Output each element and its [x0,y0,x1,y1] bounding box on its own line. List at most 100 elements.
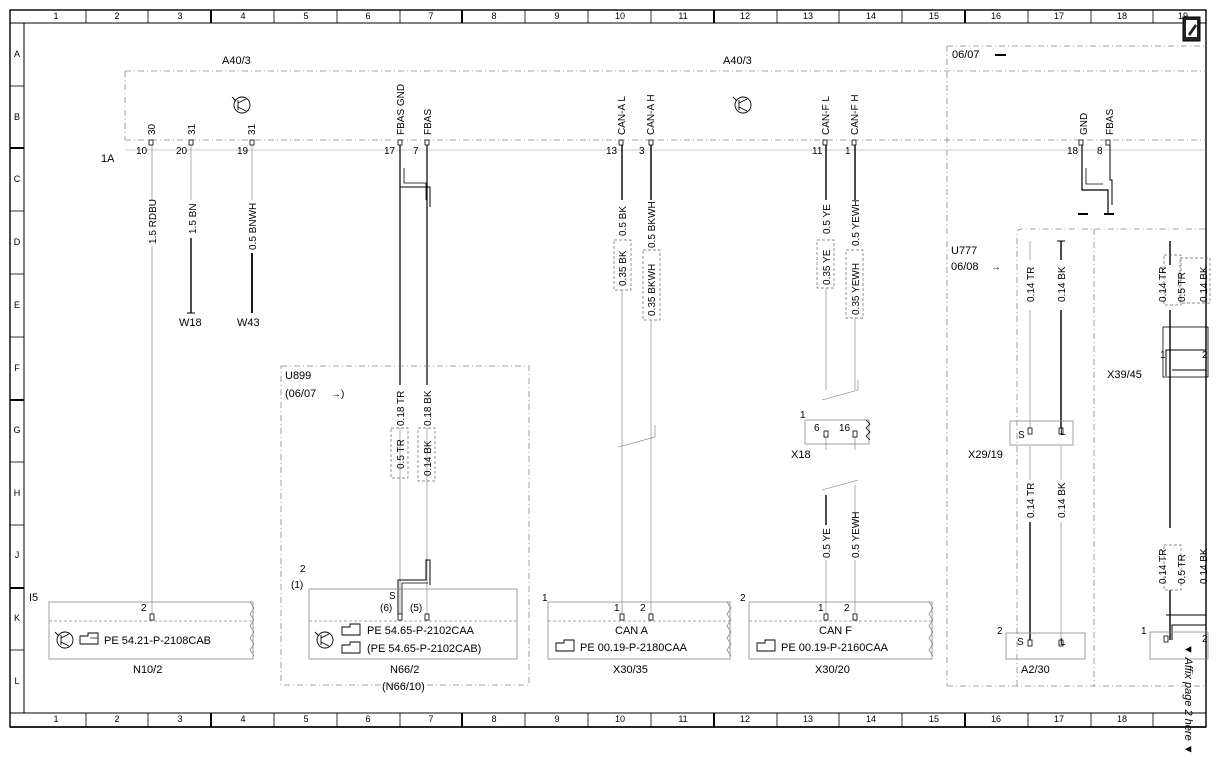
ground-w18-label: W18 [179,317,202,329]
right-edge-connector [1149,631,1209,660]
reference-hand-icon[interactable] [756,639,776,652]
pin-name: FBAS GND [396,84,407,135]
wire-label: 0.5 BKWH [647,201,658,248]
wire-label: 0.5 TR [1177,554,1188,584]
grid-col: 15 [929,714,939,724]
u777-arrow: → [991,262,1001,273]
x30-20-pin: 2 [844,603,850,614]
pin-name: CAN-F H [850,94,861,135]
pin-number: 19 [237,146,249,157]
x30-20-reference[interactable]: PE 00.19-P-2160CAA [781,642,889,654]
wire-label: 0.5 BK [618,206,629,236]
grid-col: 13 [803,11,813,21]
grid-col: 11 [678,714,687,724]
x30-20-terminal [852,613,858,621]
grid-col: 9 [554,11,559,21]
x30-35-pin: 1 [614,603,620,614]
grid-columns-bottom: 1 2 3 4 5 6 7 8 9 10 11 12 13 14 15 16 1… [53,714,1127,724]
grid-row: F [14,363,20,373]
pin-name: CAN-A H [646,94,657,135]
grid-col: 18 [1117,11,1127,21]
grid-col: 7 [428,11,433,21]
grid-col: 10 [615,714,625,724]
grid-col: 4 [240,714,245,724]
grid-col: 3 [177,714,182,724]
block-date: 06/07 [952,49,980,61]
ground-w43-label: W43 [237,317,260,329]
x39-pin: 2 [1202,350,1208,361]
x29-terminal [1027,427,1033,435]
wire-label: 0.5 YE [822,528,833,558]
a2-pin: L [1060,637,1066,648]
n66-reference[interactable]: PE 54.65-P-2102CAA [367,625,475,637]
pin-number: 1 [845,146,851,157]
pin-name: FBAS [423,109,434,135]
a2-terminal [1027,639,1033,647]
grid-col: 4 [240,11,245,21]
x30-35-pin: 1 [542,593,548,604]
top-pins: 30 10 31 20 31 19 FBAS GND 17 FBAS 7 CAN… [136,84,1116,157]
n66-reference-alt[interactable]: (PE 54.65-P-2102CAB) [367,643,481,655]
x18-pin: 1 [800,410,806,421]
i5-label: I5 [29,592,38,604]
right-edge-terminal [1163,635,1169,643]
pin-number: 3 [639,146,645,157]
pin-number: 18 [1067,146,1079,157]
x30-20-module [748,601,934,660]
a40-housing [124,45,1206,687]
x18-connector [804,419,871,445]
wire-label: 0.14 TR [1158,549,1169,584]
x18-label: X18 [791,449,811,461]
grid-col: 12 [740,11,750,21]
wire-label: 0.18 TR [396,391,407,426]
x29-connector [1009,420,1074,446]
grid-row: E [14,300,20,310]
reference-hand-icon[interactable] [341,623,361,654]
grid-col: 14 [866,714,876,724]
transistor-icon [732,96,752,114]
x18-pin: 6 [814,423,820,434]
reference-hand-icon[interactable] [555,639,575,652]
x29-terminal [1058,427,1064,435]
n10-terminal [149,613,155,621]
u899-label: U899 [285,370,311,382]
page-edit-icon[interactable] [1182,16,1201,42]
grid-col: 1 [53,714,58,724]
grid-rows: A B C D E F G H J K L [13,49,20,686]
grid-col: 6 [365,714,370,724]
wire-labels: 1.5 RDBU 1.5 BN 0.5 BNWH 0.18 TR 0.18 BK… [148,199,1210,584]
wire-label: 0.14 BK [1057,482,1068,518]
grid-col: 8 [491,11,496,21]
grid-row: C [14,174,21,184]
pin-name: 31 [187,123,198,135]
x30-20-pin: 1 [818,603,824,614]
pin-number: 7 [413,146,419,157]
transistor-icon [314,631,334,649]
x18-pin: 16 [839,423,851,434]
x29-label: X29/19 [968,449,1003,461]
a2-label: A2/30 [1021,664,1050,676]
pin-number: 13 [606,146,618,157]
grid-col: 14 [866,11,876,21]
wire-label: 0.14 TR [1158,267,1169,302]
n66-pin: (5) [410,603,422,614]
reference-hand-icon[interactable] [79,632,99,645]
grid-row: D [14,237,21,247]
n10-reference[interactable]: PE 54.21-P-2108CAB [104,635,211,647]
wire-boxes [390,239,1182,591]
pin-name: 30 [147,123,158,135]
wire-label: 0.35 BK [618,250,629,286]
can-f-label: CAN F [819,625,852,637]
grid-col: 16 [991,714,1001,724]
pin-number: 20 [176,146,188,157]
grid-col: 9 [554,714,559,724]
x30-35-reference[interactable]: PE 00.19-P-2180CAA [580,642,688,654]
a2-connector [1005,632,1086,660]
n10-pin: 2 [141,603,147,614]
wire-label: 0.5 YEWH [851,200,862,247]
u899-arrow: →) [331,389,344,400]
u777-date: 06/08 [951,261,979,273]
wire-label: 0.35 YEWH [851,263,862,315]
x30-35-terminal [619,613,625,621]
